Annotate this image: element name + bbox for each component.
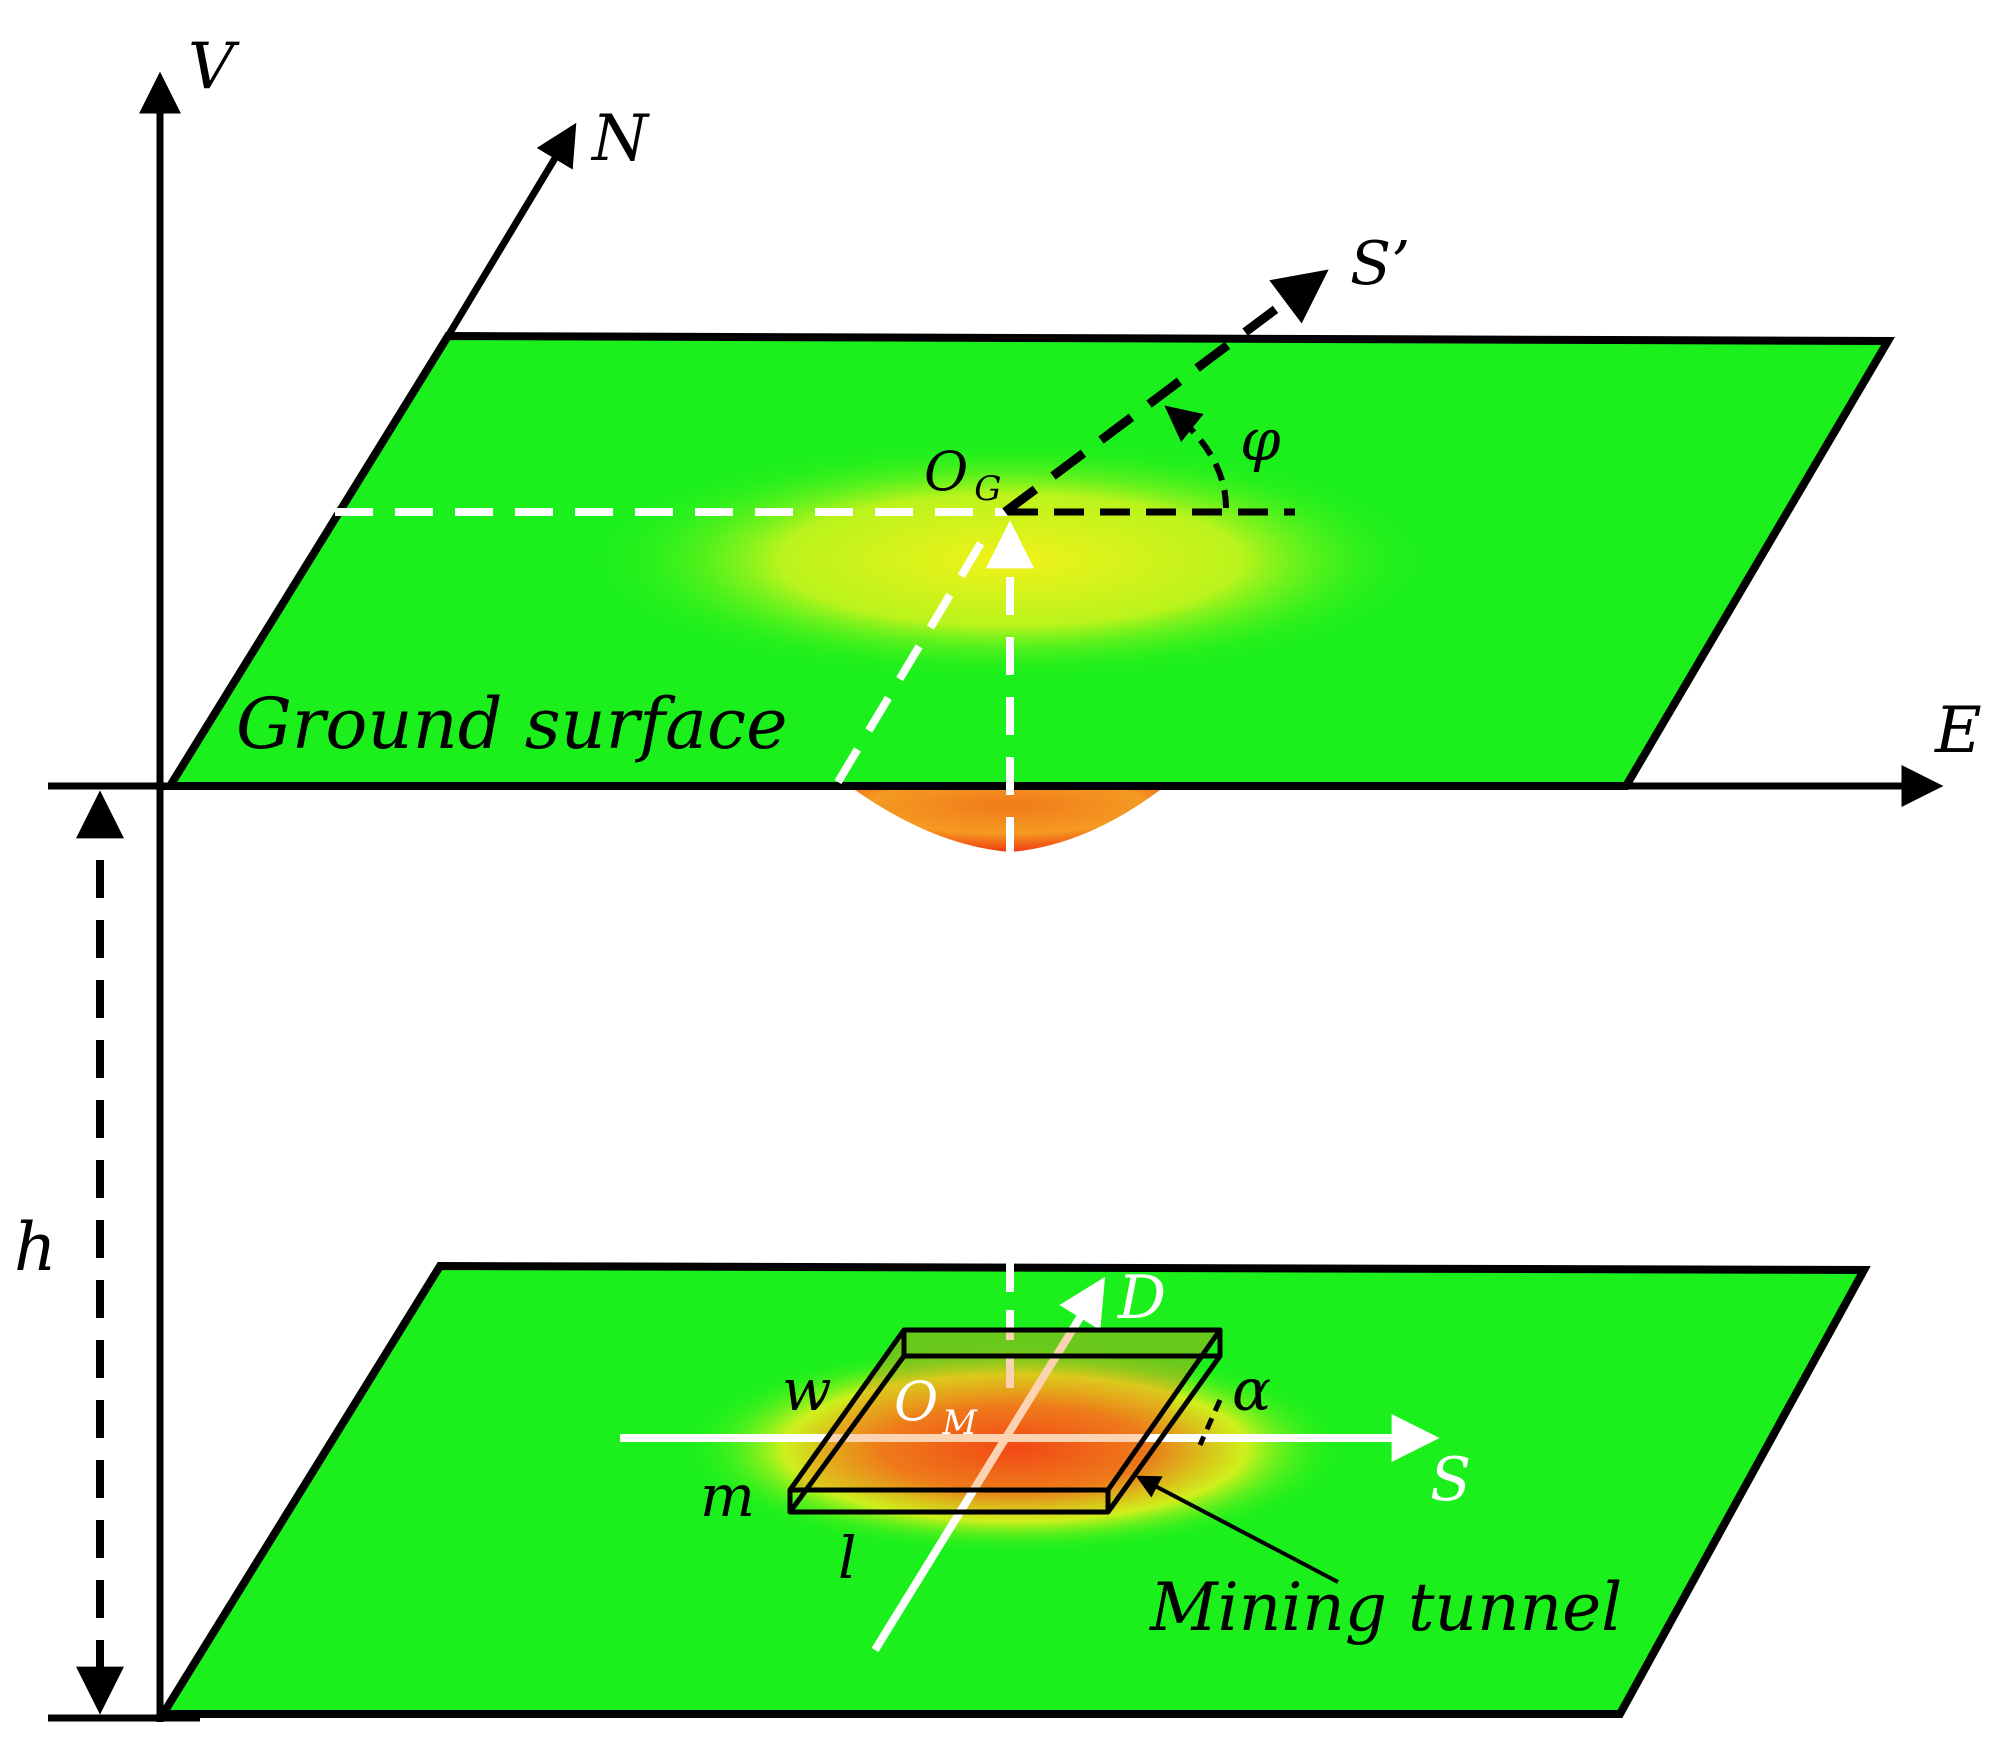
north-axis: [445, 122, 577, 338]
length-label: l: [838, 1524, 857, 1592]
mining-tunnel-box: [787, 1327, 1223, 1515]
ground-surface-label: Ground surface: [236, 683, 788, 765]
strike-prime-axis: [1002, 269, 1329, 516]
e-axis-label: E: [1934, 694, 1982, 768]
dip-axis: [871, 1276, 1106, 1653]
thickness-label: m: [700, 1462, 755, 1530]
s-axis-label: S: [1430, 1445, 1471, 1515]
n-axis-label: N: [590, 102, 650, 176]
v-axis-label: V: [188, 30, 240, 104]
azimuth-label: φ: [1240, 406, 1281, 474]
tunnel-pointer: [1135, 1475, 1339, 1584]
d-axis-label: D: [1117, 1263, 1166, 1333]
dip-angle-arc: [1197, 1398, 1223, 1447]
dip-angle-label: α: [1232, 1356, 1271, 1424]
width-label: w: [782, 1356, 832, 1424]
s-prime-axis-label: S’: [1350, 229, 1410, 299]
azimuth-arc: [1164, 405, 1229, 509]
dip-projection-line: [834, 525, 994, 785]
depth-label: h: [14, 1209, 57, 1286]
mining-tunnel-label: Mining tunnel: [1149, 1569, 1622, 1646]
